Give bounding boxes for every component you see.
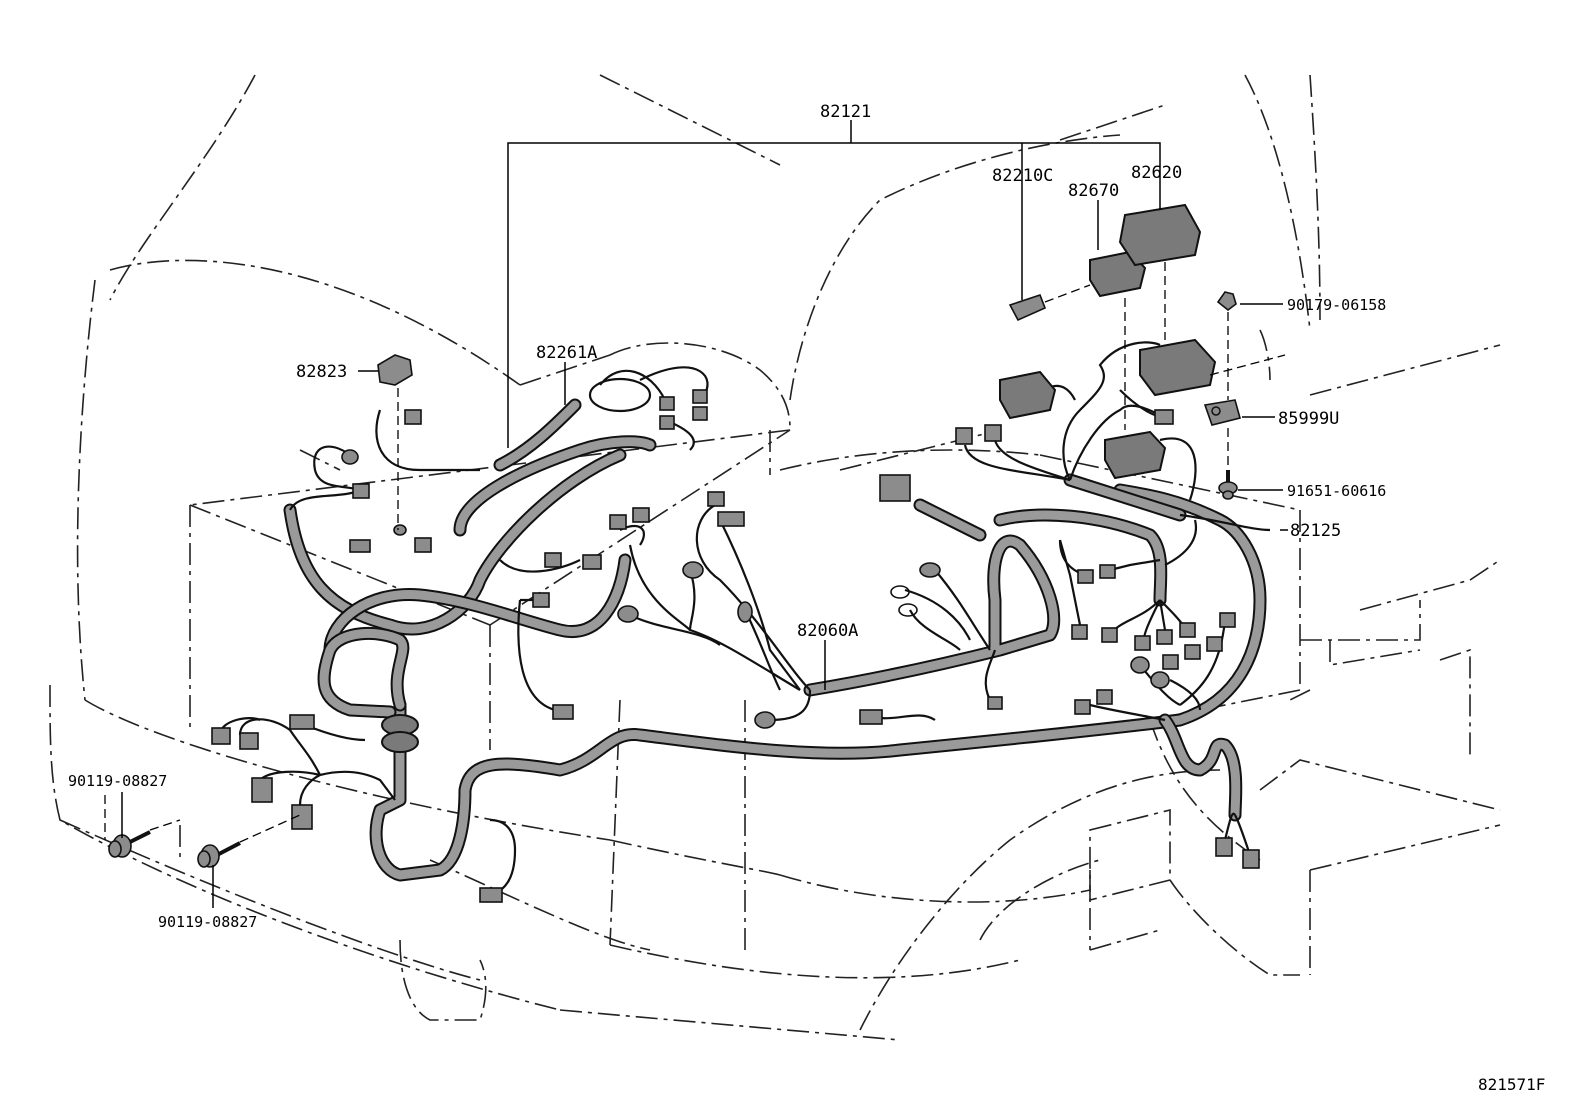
relay-block (999, 370, 1057, 420)
label-82261a: 82261A (536, 343, 597, 363)
connector (352, 483, 370, 499)
relay-block (1139, 338, 1217, 397)
connector (393, 524, 407, 536)
harness-connectors (211, 389, 1260, 903)
label-90119-08827-top: 90119-08827 (68, 772, 167, 790)
label-82121: 82121 (820, 102, 871, 122)
relay-block (1104, 430, 1167, 480)
main-harness-82121 (283, 377, 1267, 882)
connector (404, 409, 422, 425)
label-82823: 82823 (296, 362, 347, 382)
figure-code: 821571F (1478, 1075, 1545, 1094)
connector (414, 537, 432, 553)
relay-blocks (377, 203, 1217, 480)
label-82060a: 82060A (797, 621, 858, 641)
label-91651-60616: 91651-60616 (1287, 482, 1386, 500)
bolt-90119-08827-left (108, 830, 151, 858)
vehicle-body-outline (49, 74, 1501, 1041)
label-82125: 82125 (1290, 521, 1341, 541)
label-85999u: 85999U (1278, 409, 1339, 429)
clip-82823 (377, 354, 413, 386)
label-82620: 82620 (1131, 163, 1182, 183)
bolt-91651-60616 (1218, 470, 1238, 500)
nut-90179-06158 (1216, 291, 1237, 312)
leader-lines (104, 120, 1288, 908)
label-82670: 82670 (1068, 181, 1119, 201)
connector (341, 449, 359, 465)
bracket-85999u (1203, 399, 1241, 426)
relay-82620 (1118, 203, 1202, 267)
part-labels: 82121 82210C 82670 82620 90179-06158 859… (68, 102, 1545, 1094)
relay-82210c (1008, 293, 1047, 322)
bolt-90119-08827-right (197, 841, 241, 868)
label-90119-08827-bottom: 90119-08827 (158, 913, 257, 931)
label-90179-06158: 90179-06158 (1287, 296, 1386, 314)
label-82210c: 82210C (992, 166, 1053, 186)
